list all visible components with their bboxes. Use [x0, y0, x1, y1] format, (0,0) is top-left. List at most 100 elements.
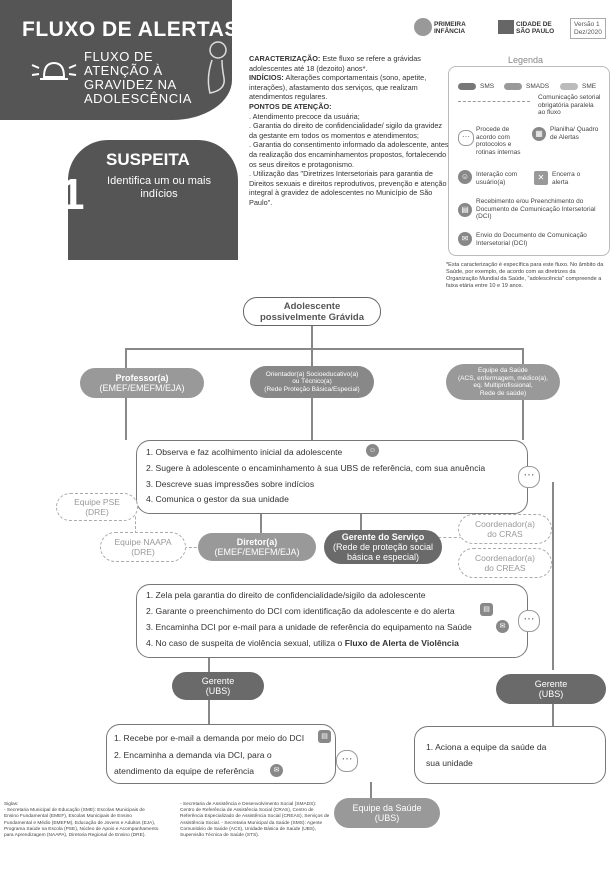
document-icon: ▤ [480, 603, 493, 616]
logo-primeira-infancia: PRIMEIRA INFÂNCIA [434, 21, 466, 35]
stage-block [68, 140, 238, 260]
step-item: 2. Garante o preenchimento do DCI com id… [146, 606, 455, 616]
ponto-item: . Utilização das "Diretrizes Intersetori… [249, 169, 447, 207]
step-item: 1. Zela pela garantia do direito de conf… [146, 590, 426, 600]
equipe-naapa-node: Equipe NAAPA (DRE) [100, 532, 186, 562]
indicios-label: INDÍCIOS: [249, 73, 284, 83]
node-text: Professor(a) [115, 373, 169, 383]
email-icon: ✉ [270, 764, 283, 777]
version-text: Versão 1 [574, 21, 600, 28]
ponto-item: . Atendimento precoce da usuária; [249, 111, 360, 121]
glossary-text: - Secretaria Municipal de Educação (SME)… [4, 808, 159, 839]
gerente-servico-node: Gerente do Serviço (Rede de proteção soc… [324, 530, 442, 564]
logo-text: INFÂNCIA [434, 28, 466, 35]
dashed-line-sample [458, 101, 530, 102]
step-item: 4. No caso de suspeita de violência sexu… [146, 638, 459, 648]
subtitle-line: GRAVIDEZ NA [84, 77, 177, 92]
node-text: Diretor(a) [236, 537, 278, 547]
glossary-left: Siglas: - Secretaria Municipal de Educaç… [4, 802, 160, 839]
node-text: eq. Multiprofissional, [473, 382, 533, 389]
connector [311, 398, 313, 440]
connector [370, 782, 372, 800]
subtitle-line: ATENÇÃO À [84, 63, 163, 78]
node-text: (EMEF/EMEFM/EJA) [99, 383, 185, 393]
connector [552, 482, 554, 670]
equipe-ubs-node: Equipe da Saúde (UBS) [334, 798, 440, 828]
glossary-title: Siglas: [4, 802, 19, 807]
node-text: (ACS, enfermagem, médico(a), [458, 374, 548, 382]
node-text: ou Técnico(a) [292, 378, 332, 386]
subtitle: FLUXO DE ATENÇÃO À GRAVIDEZ NA ADOLESCÊN… [84, 50, 204, 106]
connector [360, 514, 362, 534]
more-dots-icon: ⋯ [518, 466, 540, 488]
node-text: Adolescente [283, 300, 341, 312]
alert-bell-icon [31, 61, 77, 80]
legend-interacao: Interação com usuário(a) [476, 171, 518, 186]
document-icon: ▤ [458, 203, 472, 217]
subtitle-line: FLUXO DE [84, 49, 154, 64]
step-item: atendimento da equipe de referência [114, 766, 254, 776]
version-text: Dez/2020 [574, 28, 602, 36]
step-item: 2. Encaminha a demanda via DCI, para o [114, 750, 272, 760]
connector [552, 704, 554, 726]
planilha-icon: ▦ [532, 127, 546, 141]
steps-c-box [106, 724, 336, 784]
equipe-pse-node: Equipe PSE (DRE) [56, 493, 138, 521]
header-banner [0, 0, 232, 120]
caracterizacao-text: Este fluxo se refere a grávidas adolesce… [249, 54, 421, 73]
stage-title: SUSPEITA [106, 150, 190, 169]
step-item: 1. Observa e faz acolhimento inicial da … [146, 447, 343, 457]
coord-cras-node: Coordenador(a) do CRAS [458, 514, 552, 544]
connector [311, 324, 313, 350]
node-text: Equipe PSE [74, 497, 120, 507]
sme-swatch [560, 83, 578, 90]
logo-text: CIDADE DE [516, 21, 552, 28]
legend-encerra: Encerra o alerta [552, 171, 581, 186]
document-icon: ▤ [318, 730, 331, 743]
gerente-ubs-left-node: Gerente (UBS) [172, 672, 264, 700]
pontos-label: PONTOS DE ATENÇÃO: [249, 101, 332, 111]
subtitle-line: ADOLESCÊNCIA [84, 91, 192, 106]
connector [208, 656, 210, 672]
page-title: FLUXO DE ALERTAS [22, 18, 239, 41]
more-dots-icon: ⋯ [336, 750, 358, 772]
steps-b-box [136, 584, 528, 658]
connector [125, 348, 523, 350]
connector [260, 514, 262, 534]
step-bold: Fluxo de Alerta de Violência [344, 638, 459, 648]
diretor-node: Diretor(a) (EMEF/EMEFM/EJA) [198, 533, 316, 561]
more-dots-icon: ⋯ [518, 610, 540, 632]
connector [208, 700, 210, 724]
node-text: básica e especial) [346, 552, 420, 562]
logo-sao-paulo: CIDADE DE SÃO PAULO [516, 21, 554, 35]
node-text: Equipe da Saúde [352, 803, 422, 813]
legend-comunicacao: Comunicação setorial obrigatória paralel… [538, 94, 601, 116]
legend-sme: SME [582, 83, 597, 90]
coord-creas-node: Coordenador(a) do CREAS [458, 548, 552, 578]
node-text: (UBS) [374, 813, 400, 823]
step-text: 4. No caso de suspeita de violência sexu… [146, 638, 345, 648]
node-text: Rede de saúde) [479, 389, 527, 397]
indicios-text: Alterações comportamentais (sono, apetit… [249, 73, 427, 102]
node-text: possivelmente Grávida [259, 311, 365, 323]
legend-envio: Envio do Documento de Comunicação Inters… [476, 232, 587, 247]
node-text: (Rede de proteção social [332, 542, 434, 552]
orientador-node: Orientador(a) Socioeducativo(a) ou Técni… [250, 366, 374, 398]
node-text: (UBS) [538, 689, 564, 699]
characterization-text: CARACTERIZAÇÃO: Este fluxo se refere a g… [249, 54, 449, 208]
stage-subtitle: Identifica um ou mais indícios [107, 175, 211, 200]
adolescente-node: Adolescente possivelmente Grávida [243, 297, 381, 326]
legend-smads: SMADS [526, 83, 550, 90]
connector [522, 348, 524, 368]
step-item: 3. Encaminha DCI por e-mail para a unida… [146, 622, 472, 632]
user-interaction-icon: ☺ [366, 444, 379, 457]
legend-title: Legenda [505, 55, 547, 65]
gerente-ubs-right-node: Gerente (UBS) [496, 674, 606, 704]
pregnant-silhouette-icon [207, 41, 227, 94]
step-item: 3. Descreve suas impressões sobre indíci… [146, 479, 315, 489]
step-item: sua unidade [426, 758, 473, 768]
node-text: (DRE) [131, 547, 155, 557]
smads-swatch [504, 83, 522, 90]
connector [522, 398, 524, 440]
step-item: 2. Sugere à adolescente o encaminhamento… [146, 463, 486, 473]
